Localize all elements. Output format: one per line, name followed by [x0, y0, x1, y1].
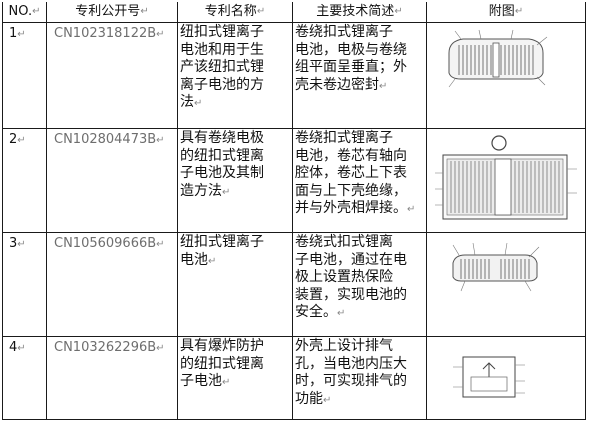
row3-battery-drawing [452, 242, 540, 292]
row2-figure-cell [427, 129, 585, 232]
row1-summary: 卷绕扣式锂离子 电池，电极与卷绕 组平面呈垂直；外 壳未卷边密封↵ [295, 24, 407, 93]
row2-no: 2↵ [9, 132, 26, 147]
header-no: NO.↵ [3, 2, 46, 22]
row4-patent-name: 具有爆炸防护 的纽扣式锂离 子电池↵ [180, 338, 264, 389]
row1-no: 1↵ [9, 26, 26, 41]
row4-summary: 外壳上设计排气 孔，当电池内压大 时，可实现排气的 功能↵ [295, 338, 407, 407]
header-figure: 附图↵ [427, 2, 585, 22]
row3-figure-cell [427, 233, 585, 336]
row3-patent-name: 纽扣式锂离子 电池↵ [180, 234, 264, 268]
row2-summary: 卷绕扣式锂离子 电池，卷芯有轴向 腔体，卷芯上下表 面与上下壳绝缘， 并与外壳相… [295, 130, 416, 216]
row3-summary: 卷绕式扣式锂离 子电池，通过在电 极上设置热保险 装置，实现电池的 安全。↵ [295, 234, 407, 320]
row2-battery-drawing [435, 135, 577, 220]
row3-no: 3↵ [9, 236, 26, 251]
row4-figure-cell [427, 337, 585, 419]
patent-table: NO.↵ 专利公开号↵ 专利名称↵ 主要技术简述↵ 附图↵ 1↵ CN10231… [2, 2, 586, 420]
header-patent-no: 专利公开号↵ [47, 2, 177, 22]
row3-patent-no: CN105609666B↵ [54, 236, 165, 251]
row2-patent-name: 具有卷绕电极 的纽扣式锂离 子电池及其制 造方法↵ [180, 130, 264, 199]
row4-no: 4↵ [9, 340, 26, 355]
row1-battery-drawing [448, 29, 548, 88]
header-patent-name: 专利名称↵ [178, 2, 292, 22]
row1-figure-cell [427, 23, 585, 128]
row1-patent-name: 纽扣式锂离子 电池和用于生 产该纽扣式锂 离子电池的方 法↵ [180, 24, 264, 110]
row4-patent-no: CN103262296B↵ [54, 340, 165, 355]
header-summary: 主要技术简述↵ [293, 2, 426, 22]
row1-patent-no: CN102318122B↵ [54, 26, 165, 41]
row4-battery-drawing [453, 356, 525, 398]
row2-patent-no: CN102804473B↵ [54, 132, 165, 147]
